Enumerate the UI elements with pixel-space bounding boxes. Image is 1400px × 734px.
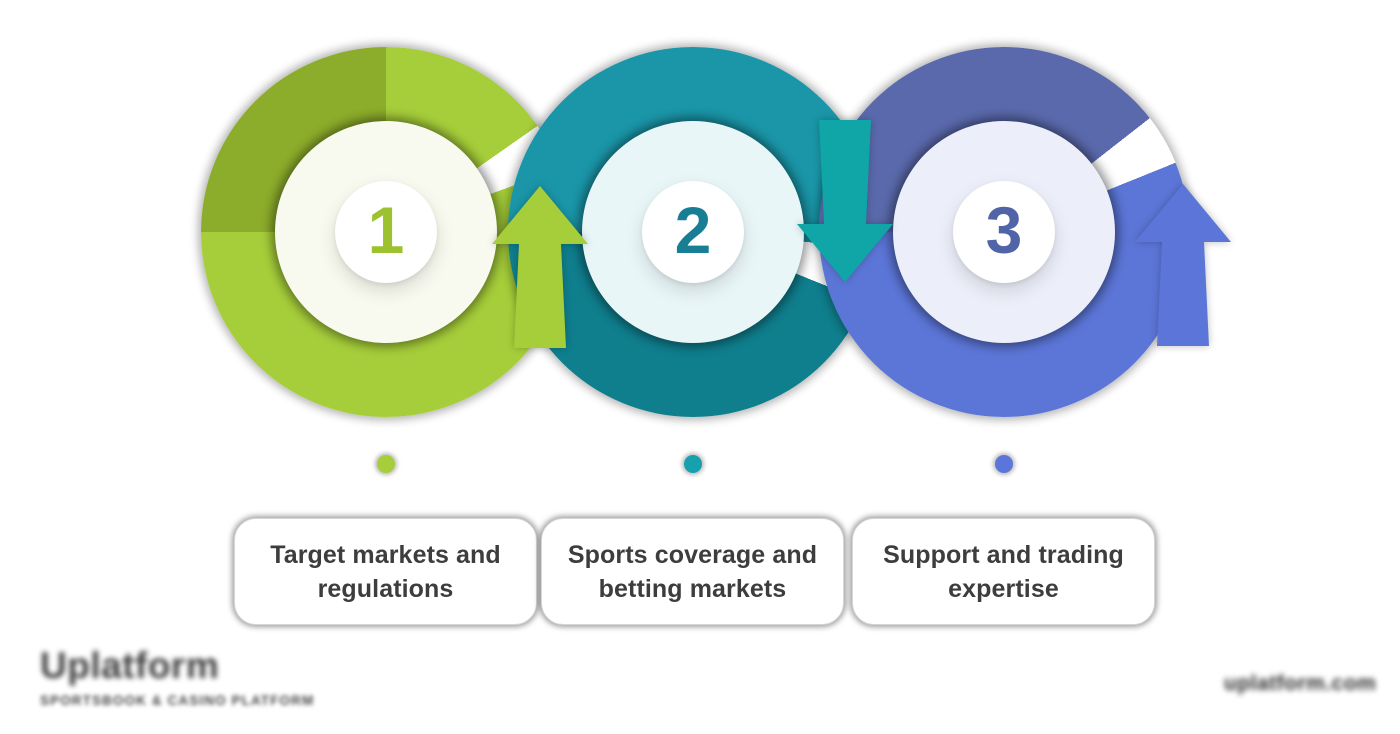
step-number-badge-2: 2 xyxy=(642,181,744,283)
step-number-badge-3: 3 xyxy=(953,181,1055,283)
step-label-1: Target markets and regulations xyxy=(270,540,501,603)
connector-dot-2 xyxy=(684,455,702,473)
connector-dot-1 xyxy=(377,455,395,473)
step-label-3: Support and trading expertise xyxy=(883,540,1124,603)
step-number-3: 3 xyxy=(985,193,1023,267)
step-number-badge-1: 1 xyxy=(335,181,437,283)
brand-wordmark: Uplatform xyxy=(40,645,220,686)
ring-inner-disc-2: 2 xyxy=(582,121,804,343)
brand-logo: Uplatform SPORTSBOOK & CASINO PLATFORM xyxy=(40,645,314,708)
flow-arrow-down-icon-2 xyxy=(795,120,895,282)
ring-inner-disc-1: 1 xyxy=(275,121,497,343)
connector-dot-3 xyxy=(995,455,1013,473)
step-number-1: 1 xyxy=(367,193,405,267)
step-number-2: 2 xyxy=(674,193,712,267)
brand-tagline: SPORTSBOOK & CASINO PLATFORM xyxy=(40,693,315,708)
label-card-3: Support and trading expertise xyxy=(852,518,1155,625)
flow-arrow-up-icon-3 xyxy=(1133,184,1233,346)
step-group-3: 3 Support and trading expertise xyxy=(819,0,1189,734)
ring-inner-disc-3: 3 xyxy=(893,121,1115,343)
watermark-text: uplatform.com xyxy=(1224,672,1377,695)
step-label-2: Sports coverage and betting markets xyxy=(567,540,818,603)
label-card-2: Sports coverage and betting markets xyxy=(541,518,844,625)
label-card-1: Target markets and regulations xyxy=(234,518,537,625)
flow-arrow-up-icon-1 xyxy=(490,186,590,348)
